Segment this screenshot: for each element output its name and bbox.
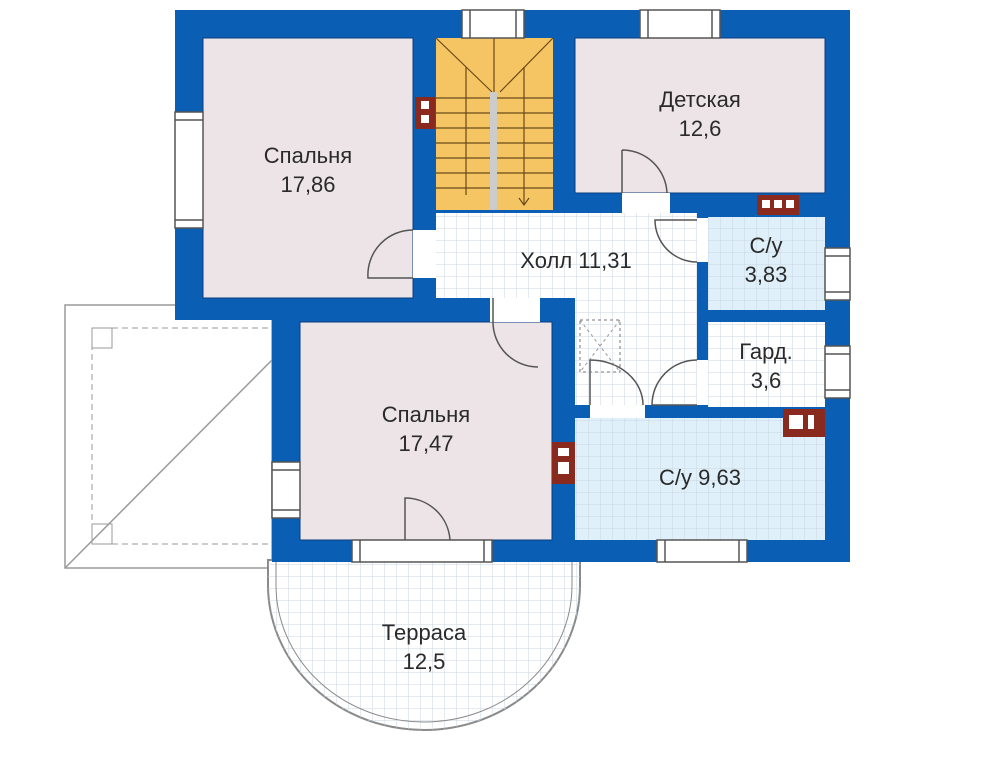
wardrobe-name: Гард. [739,339,793,364]
bedroom1-name: Спальня [264,143,352,168]
bath1-name: С/у [750,233,783,258]
bath1-area: 3,83 [745,262,788,287]
terrace-area: 12,5 [403,649,446,674]
bedroom1-floor [202,37,414,299]
wardrobe-floor [708,322,825,407]
porch-outline [64,304,273,569]
bath2-floor [575,418,825,540]
bath2-label: С/у 9,63 [659,465,741,490]
kids-name: Детская [659,87,741,112]
kids-floor [574,37,826,194]
window-icon [174,9,851,563]
skylight-hatch [579,319,621,373]
chimney-icon [415,97,825,484]
hall-floor [436,213,697,405]
terrace [267,559,581,731]
bedroom1-area: 17,86 [280,172,335,197]
terrace-name: Терраса [382,620,467,645]
bath1-floor [708,217,825,310]
wardrobe-area: 3,6 [751,368,782,393]
hall-label: Холл 11,31 [520,248,631,273]
bedroom2-area: 17,47 [398,431,453,456]
staircase[interactable] [435,37,554,210]
bedroom2-name: Спальня [382,402,470,427]
door-icon[interactable] [367,149,708,541]
kids-area: 12,6 [679,116,722,141]
